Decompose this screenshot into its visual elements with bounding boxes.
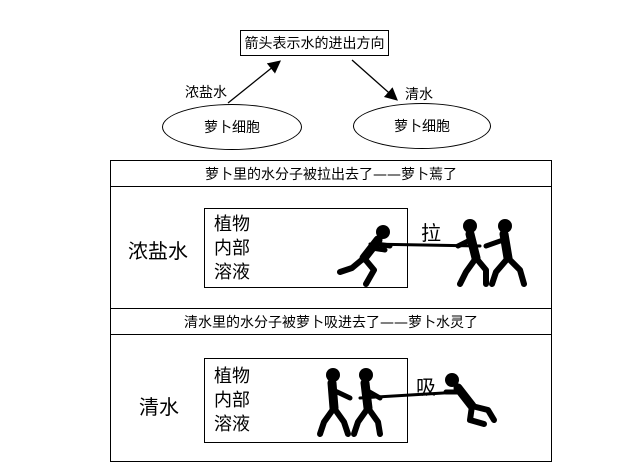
arrow-in: [351, 59, 398, 101]
panel1-plant-line: 溶液: [214, 262, 250, 283]
radish-cell-right: 萝卜细胞: [353, 103, 491, 149]
radish-cell-left-label: 萝卜细胞: [204, 120, 260, 136]
radish-cell-left: 萝卜细胞: [162, 104, 302, 150]
panel2-plant-text: 植物 内部 溶液: [214, 365, 250, 437]
panel1-action-label: 拉: [421, 221, 441, 245]
panel2-plant-box: 植物 内部 溶液: [204, 358, 408, 443]
panel1-solution-label: 浓盐水: [128, 239, 188, 263]
panel2-caption: 清水里的水分子被萝卜吸进去了——萝卜水灵了: [110, 308, 552, 335]
panel1-pulled-figure: [337, 225, 393, 287]
panel1-plant-line: 内部: [214, 238, 250, 259]
arrow-out: [227, 60, 282, 104]
panel2-plant-line: 植物: [214, 366, 250, 387]
panel1-caption-text: 萝卜里的水分子被拉出去了——萝卜蔫了: [205, 166, 457, 183]
radish-cell-right-label: 萝卜细胞: [394, 119, 450, 135]
panel1-pulling-team: [455, 219, 527, 287]
panel2-plant-line: 内部: [214, 390, 250, 411]
panel2-pulling-team: [317, 368, 383, 437]
direction-note-text: 箭头表示水的进出方向: [244, 36, 385, 52]
panel2-solution-label: 清水: [139, 395, 179, 419]
label-fresh-water: 清水: [405, 87, 433, 103]
panel1-plant-line: 植物: [214, 214, 250, 235]
panel2-caption-text: 清水里的水分子被萝卜吸进去了——萝卜水灵了: [184, 314, 478, 331]
panel2-plant-line: 溶液: [214, 414, 250, 435]
panel2-pulled-figure: [443, 373, 497, 427]
label-salt-water: 浓盐水: [185, 85, 227, 101]
panel1-plant-text: 植物 内部 溶液: [214, 213, 250, 285]
panel1-caption: 萝卜里的水分子被拉出去了——萝卜蔫了: [110, 160, 552, 187]
direction-note: 箭头表示水的进出方向: [240, 30, 389, 56]
